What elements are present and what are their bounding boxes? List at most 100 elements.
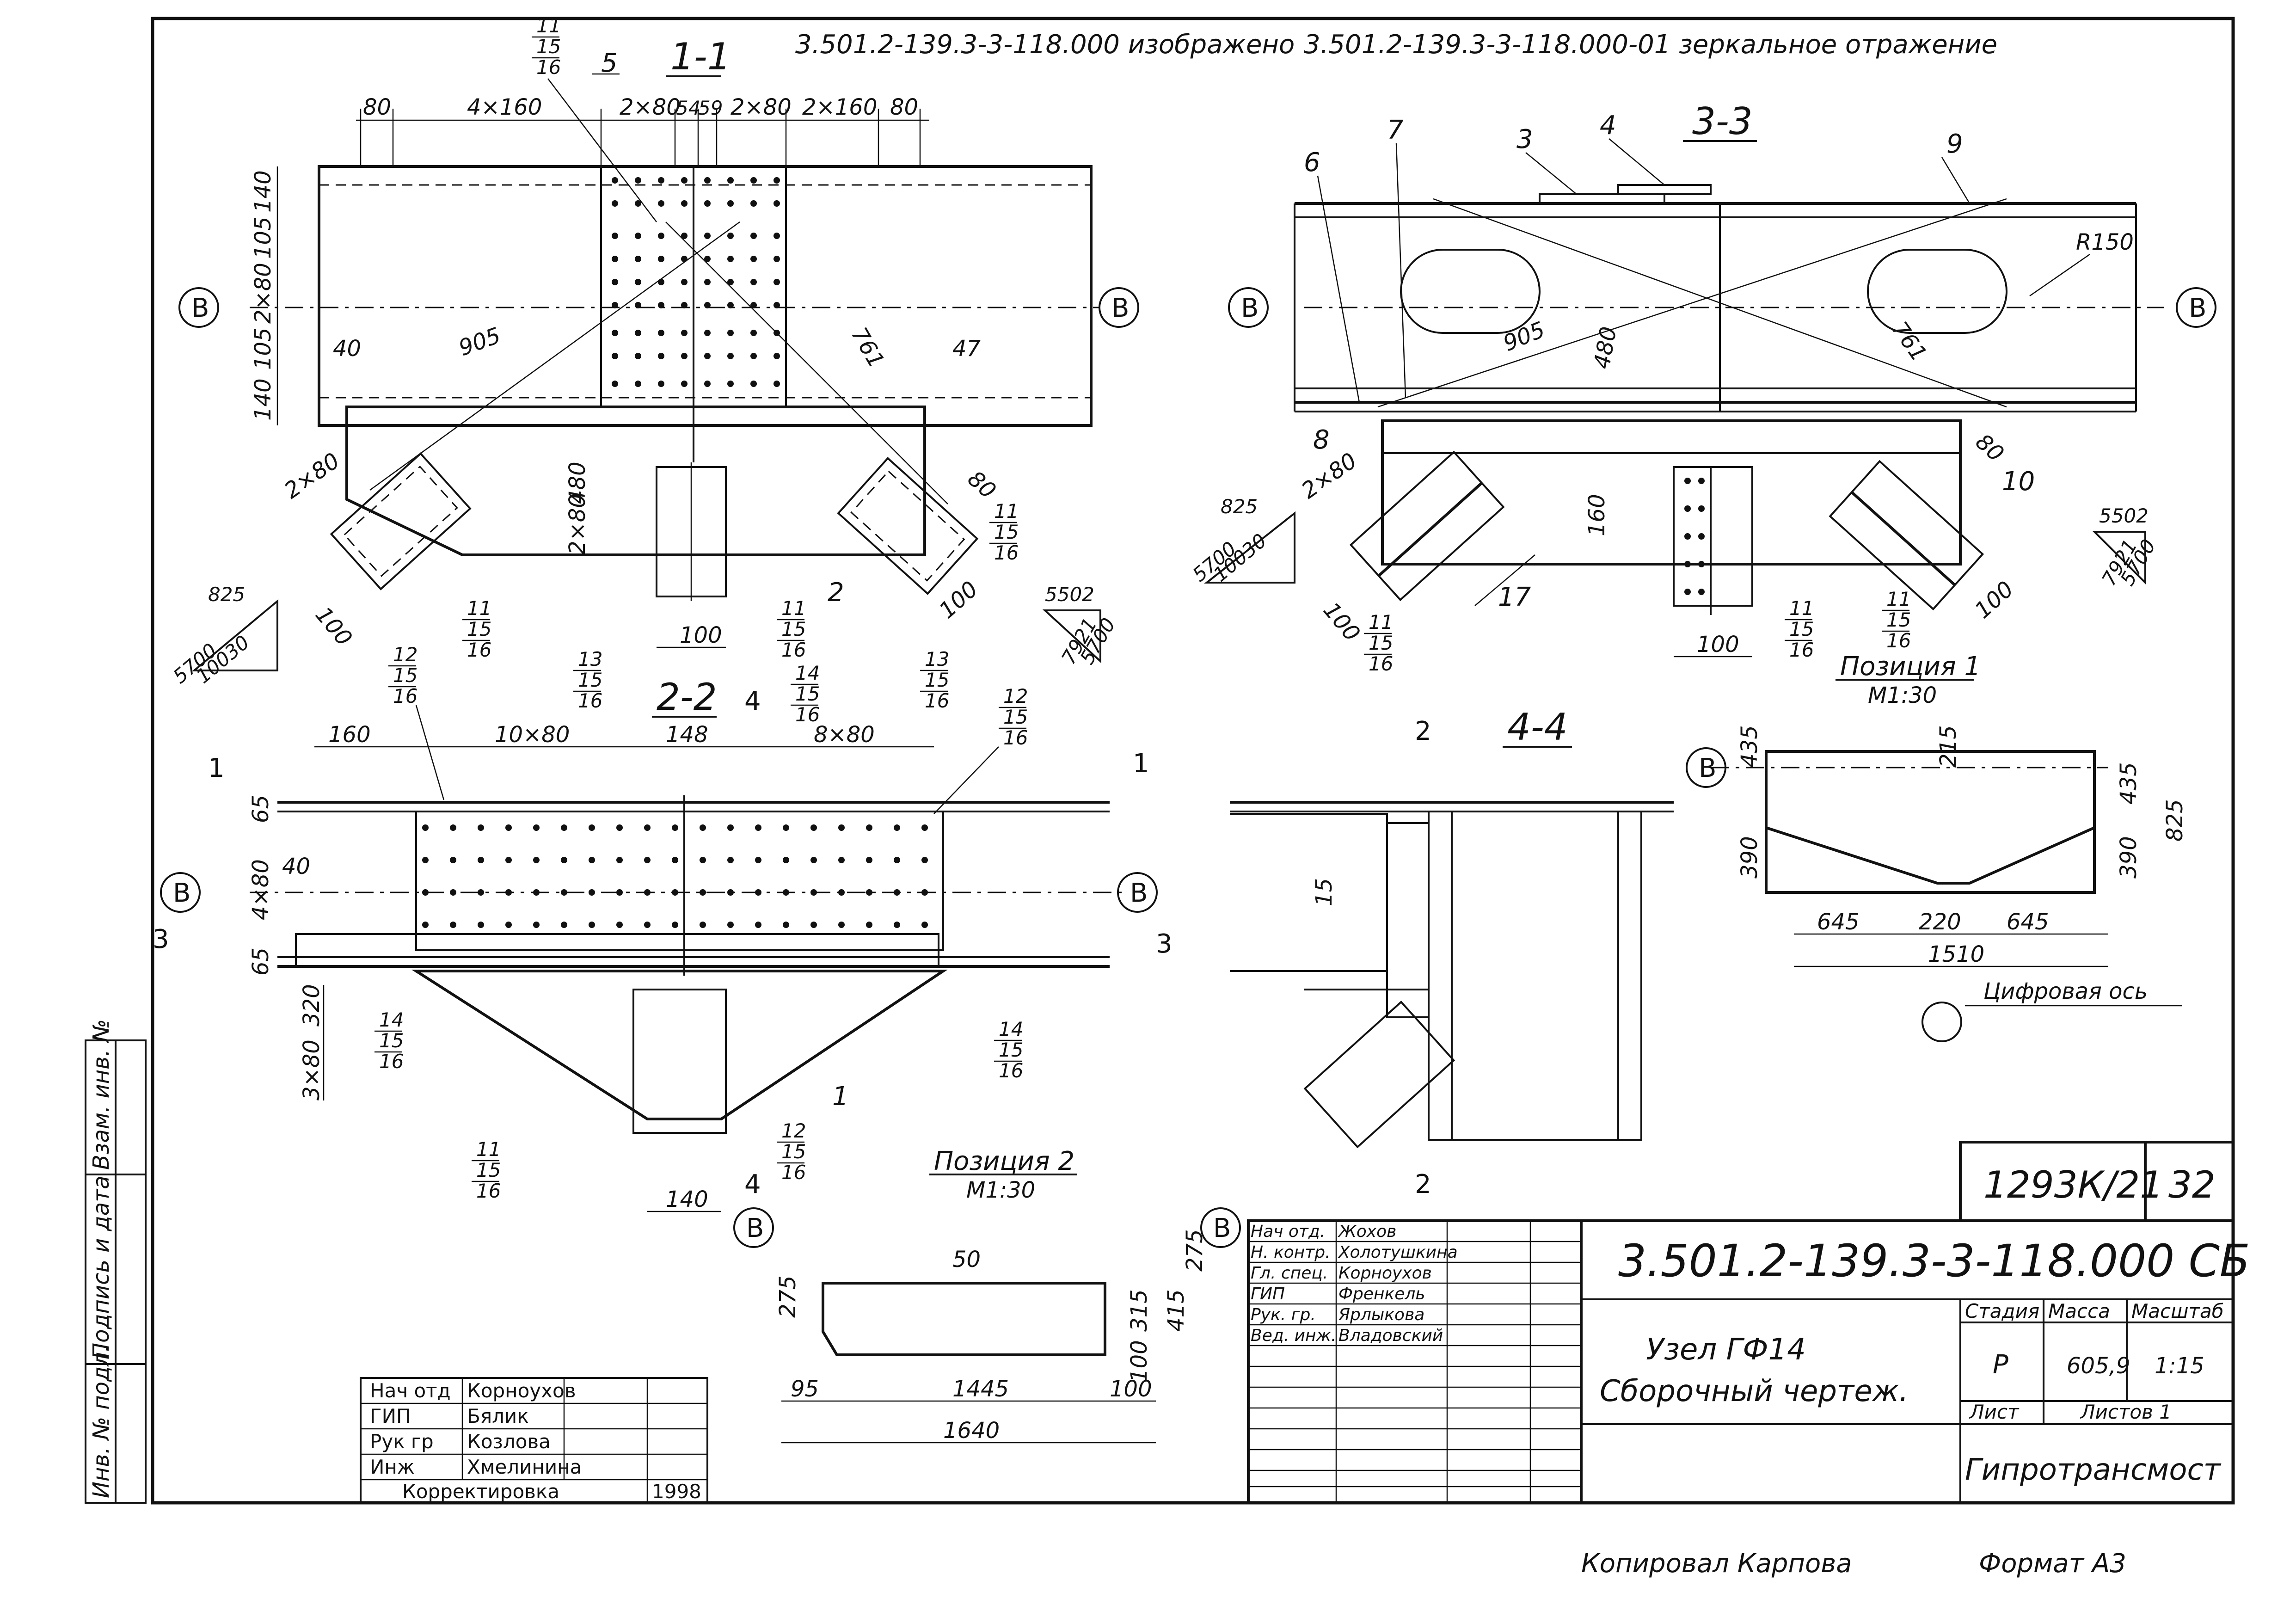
bolt (704, 177, 711, 184)
bolt (616, 922, 623, 928)
cut-1-right: 1 (1133, 749, 1149, 779)
tb-person: Корноухов (1338, 1264, 1432, 1283)
dim-44-15: 15 (1311, 878, 1337, 906)
bolt (783, 889, 789, 896)
svg-text:15: 15 (1789, 618, 1814, 640)
bolt (774, 256, 780, 262)
drawing-name-1: Узел ГФ14 (1646, 1333, 1806, 1367)
bolt (704, 381, 711, 387)
bolt (672, 857, 678, 863)
bolt (616, 857, 623, 863)
dim-11-top-4: 59 (698, 97, 723, 119)
organization: Гипротрансмост (1965, 1453, 2222, 1487)
pos2-d1445: 1445 (952, 1376, 1009, 1402)
mark-11-p2: 2 (828, 578, 844, 608)
dim-33-2x80: 2×80 (1297, 448, 1362, 504)
stage-label: Стадия (1965, 1300, 2039, 1322)
bolt (1684, 478, 1691, 484)
tb-role: Нач отд. (1251, 1222, 1325, 1241)
mark-22-p1: 1 (832, 1082, 849, 1112)
dim-11-47: 47 (952, 336, 981, 362)
dim-22-8x80: 8×80 (814, 722, 875, 748)
dim-11-100b: 100 (680, 622, 722, 648)
bolt (755, 857, 761, 863)
bolt (704, 302, 711, 308)
slope-11-5502: 5502 (1045, 583, 1094, 606)
svg-text:15: 15 (994, 521, 1019, 543)
bolt (727, 177, 734, 184)
tb-role: Н. контр. (1251, 1243, 1331, 1262)
dim-11-left-0: 140 (250, 170, 276, 213)
svg-text:15: 15 (393, 664, 417, 687)
bolt (422, 857, 429, 863)
sheet-frame (151, 17, 2235, 1505)
cut-2-top: 2 (1415, 716, 1431, 746)
svg-text:16: 16 (467, 639, 491, 661)
dim-11-top-2: 2×80 (620, 94, 681, 120)
bolt (750, 256, 757, 262)
dim-22-4x80: 4×80 (248, 859, 274, 920)
dim-22-320: 320 (299, 984, 325, 1027)
bolt (612, 302, 618, 308)
revision-footer-label: Корректировка (402, 1480, 559, 1503)
dim-33-100a: 100 (1318, 597, 1365, 646)
bolt (635, 256, 641, 262)
svg-text:16: 16 (578, 689, 602, 712)
bolt (533, 824, 540, 831)
pos2-d95: 95 (791, 1376, 819, 1402)
bolt (838, 857, 845, 863)
dim-33-100b: 100 (1697, 632, 1739, 658)
svg-text:11: 11 (536, 14, 561, 37)
bolt (635, 200, 641, 207)
svg-text:12: 12 (393, 643, 417, 666)
dim-11-left-2: 2×80 (250, 263, 276, 324)
bolt (921, 922, 928, 928)
flag-22-12c: 12 15 16 (777, 1119, 806, 1184)
strip-vzam: Взам. инв. № (88, 1019, 114, 1170)
axis-22-left: В (173, 878, 190, 908)
pos1-d390b: 390 (2116, 836, 2142, 879)
bolt (635, 381, 641, 387)
flag-22-11: 11 15 16 (472, 1138, 501, 1202)
pos2-d315: 315 (1126, 1289, 1152, 1332)
doc-code: 3.501.2-139.3-3-118.000 СБ (1618, 1235, 2250, 1287)
flag-11-right: 11 15 16 (989, 500, 1019, 564)
pos2-title: Позиция 2 (934, 1146, 1074, 1176)
bolt (750, 302, 757, 308)
position-1: Позиция 1 М1:30 В 435 215 435 825 390 39… (1686, 652, 2188, 1042)
axis-11-left: В (191, 293, 209, 323)
bolt (810, 857, 817, 863)
bolt (727, 381, 734, 387)
axis-11-right: В (1111, 293, 1129, 323)
tb-person: Ярлыкова (1338, 1305, 1424, 1324)
bolt (681, 279, 688, 285)
bolt (755, 922, 761, 928)
bolt (704, 330, 711, 336)
dim-33-761: 761 (1886, 317, 1932, 366)
position-2: Позиция 2 М1:30 В В 50 275 275 315 415 9… (733, 1146, 1241, 1444)
svg-text:16: 16 (781, 1161, 806, 1184)
tb-role: Рук. гр. (1251, 1305, 1316, 1324)
bolt (810, 889, 817, 896)
bolt (681, 200, 688, 207)
bolt (681, 330, 688, 336)
dim-22-10x80: 10×80 (495, 722, 570, 748)
bolt (644, 922, 651, 928)
bolt (612, 330, 618, 336)
svg-text:16: 16 (379, 1050, 404, 1073)
bolt (1698, 561, 1705, 567)
pos1-d435b: 435 (2116, 762, 2142, 805)
bolt (774, 302, 780, 308)
bolt (681, 381, 688, 387)
bolt (681, 233, 688, 239)
bolt (774, 279, 780, 285)
bolt (727, 279, 734, 285)
bolt (783, 922, 789, 928)
revision-role: Рук гр (370, 1430, 434, 1453)
flag-22-14b: 14 15 16 (374, 1008, 404, 1073)
mark-33-p6: 6 (1304, 148, 1320, 178)
pos1-d215: 215 (1935, 725, 1961, 768)
stage-value: Р (1993, 1350, 2008, 1380)
bolt (921, 824, 928, 831)
